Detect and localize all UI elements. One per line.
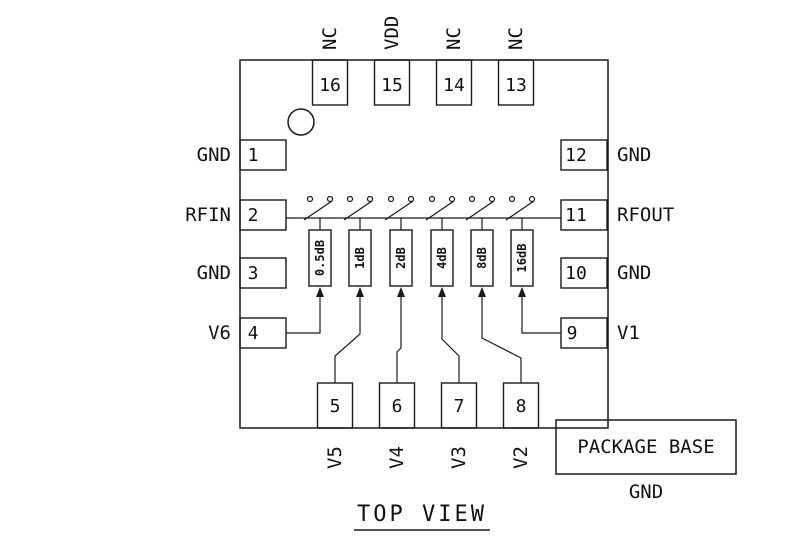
switch-contact-circle	[387, 195, 395, 203]
switch-arm	[384, 200, 414, 221]
pin-label-v1: V1	[617, 322, 640, 344]
pin-number: 7	[454, 396, 465, 417]
pin-label-gnd-12: GND	[617, 144, 651, 166]
switch-contact-circle	[488, 195, 496, 203]
switch-contact-circle	[508, 195, 516, 203]
package-outline	[239, 59, 609, 429]
pin-label-v5: V5	[324, 446, 346, 469]
package-base-gnd-label: GND	[629, 481, 663, 503]
pin-box-3	[239, 257, 287, 289]
pin-label-nc-16: NC	[319, 27, 341, 50]
control-line-v3	[441, 296, 460, 383]
pin1-indicator-circle	[287, 108, 315, 136]
switch-contact-circle	[448, 195, 456, 203]
pin-box-2	[239, 199, 287, 231]
pin-number: 5	[330, 396, 341, 417]
attenuator-label: 1dB	[353, 247, 367, 269]
pin-label-v4: V4	[386, 446, 408, 469]
arrowhead-up	[356, 287, 364, 297]
switch-contact-circle	[346, 195, 354, 203]
switch-contact-circle	[326, 195, 334, 203]
pin-label-v2: V2	[510, 446, 532, 469]
arrowhead-up	[518, 287, 526, 297]
pin-label-rfout: RFOUT	[617, 204, 674, 226]
pin-number: 11	[565, 205, 587, 226]
pin-box-16	[311, 59, 349, 106]
pin-label-vdd: VDD	[381, 16, 403, 50]
pin-label-gnd-10: GND	[617, 262, 651, 284]
pin-number: 13	[505, 75, 527, 96]
pin-number: 2	[248, 205, 259, 226]
pin-number: 4	[248, 323, 259, 344]
attenuator-label: 4dB	[435, 247, 449, 269]
pin-number: 1	[248, 145, 259, 166]
attenuator-label: 16dB	[515, 244, 529, 273]
arrowhead-up	[397, 287, 405, 297]
pin-number: 8	[516, 396, 527, 417]
control-line-v5	[334, 296, 361, 383]
pin-label-rfin: RFIN	[185, 204, 231, 226]
pin-box-14	[435, 59, 473, 106]
switch-contact-circle	[428, 195, 436, 203]
switch-arm	[343, 200, 373, 221]
arrowhead-up	[478, 287, 486, 297]
pin-box-15	[373, 59, 411, 106]
pin-number: 14	[443, 75, 465, 96]
switch-contact-circle	[468, 195, 476, 203]
pin-box-10	[560, 257, 608, 289]
control-line-v6	[286, 296, 321, 334]
pin-number: 12	[565, 145, 587, 166]
pin-label-gnd-1: GND	[197, 144, 231, 166]
arrowhead-up	[316, 287, 324, 297]
pin-number: 3	[248, 263, 259, 284]
pin-number: 6	[392, 396, 403, 417]
attenuator-label: 8dB	[475, 247, 489, 269]
arrowhead-up	[438, 287, 446, 297]
switch-contact-circle	[366, 195, 374, 203]
switch-arm	[505, 200, 535, 221]
pin-label-gnd-3: GND	[197, 262, 231, 284]
pin-label-nc-13: NC	[505, 27, 527, 50]
control-line-v4	[396, 296, 402, 383]
switch-arm	[303, 200, 333, 221]
switch-contact-circle	[528, 195, 536, 203]
switch-contact-circle	[306, 195, 314, 203]
switch-contact-circle	[407, 195, 415, 203]
switch-arm	[425, 200, 455, 221]
pin-label-v6: V6	[208, 322, 231, 344]
pin-box-1	[239, 139, 287, 171]
package-base-box	[555, 419, 737, 475]
pin-number: 16	[319, 75, 341, 96]
pin-label-v3: V3	[448, 446, 470, 469]
pin-box-12	[560, 139, 608, 171]
switch-arm	[465, 200, 495, 221]
pin-number: 15	[381, 75, 403, 96]
attenuator-label: 0.5dB	[313, 240, 327, 276]
control-line-v1	[521, 296, 561, 334]
pin-label-nc-14: NC	[443, 27, 465, 50]
pin-box-11	[560, 199, 608, 231]
control-line-v2	[481, 296, 522, 383]
pin-number: 10	[565, 263, 587, 284]
pin-number: 9	[567, 323, 578, 344]
top-view-title: TOP VIEW	[357, 502, 487, 527]
attenuator-label: 2dB	[394, 247, 408, 269]
pin-box-13	[497, 59, 535, 106]
package-base-label: PACKAGE BASE	[577, 436, 714, 458]
